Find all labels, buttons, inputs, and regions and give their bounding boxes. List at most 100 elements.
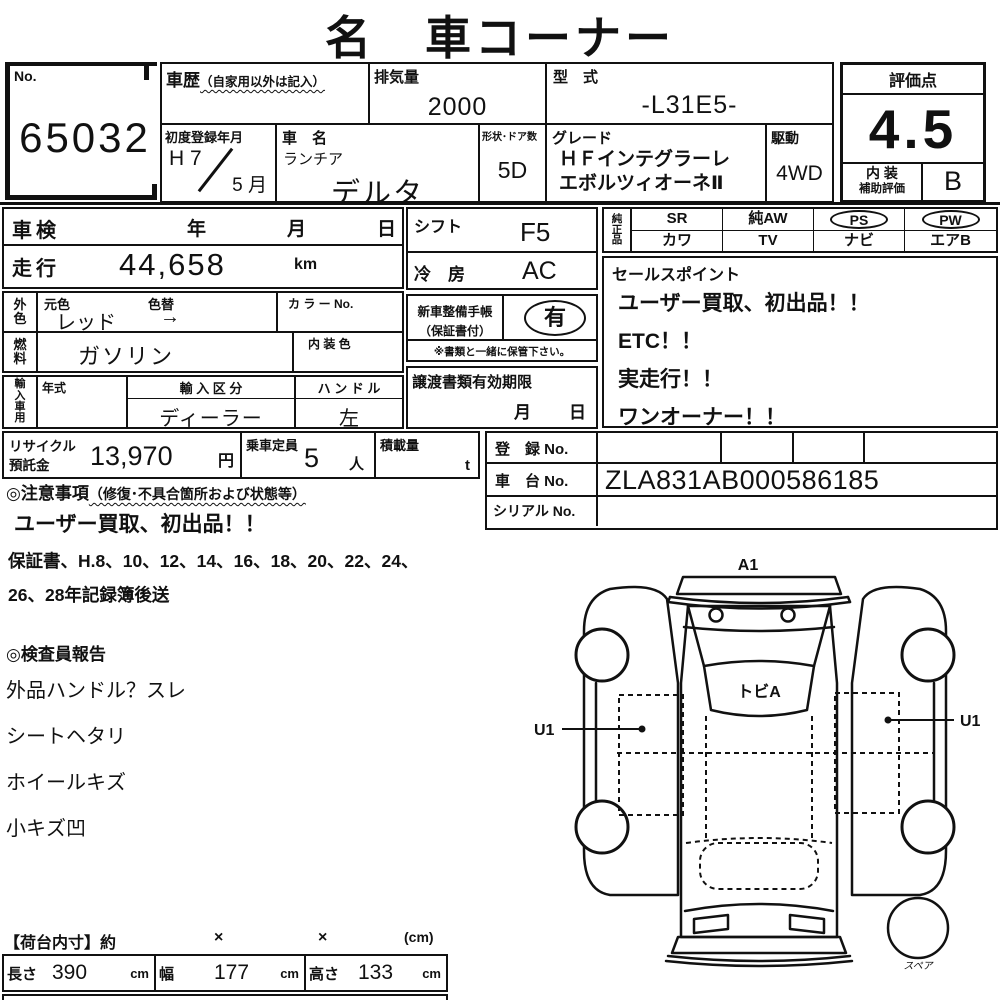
date-slash bbox=[197, 147, 234, 193]
chassis-no-label: 車 台 No. bbox=[487, 464, 598, 495]
corner-tick-top bbox=[144, 62, 149, 80]
capacity-value: 5 bbox=[304, 443, 320, 473]
equip-sr: SR bbox=[632, 209, 723, 231]
notes-line: ユーザー買取、初出品！！ bbox=[14, 513, 266, 536]
diagram-u1-right-label: U1 bbox=[960, 713, 981, 730]
inspector-line: 小キズ凹 bbox=[6, 818, 86, 840]
grade-label: グレード bbox=[552, 130, 613, 147]
fuel-row: 燃料 ガソリン 内 装 色 bbox=[4, 333, 402, 371]
mileage-row: 走行 44,658 km bbox=[12, 247, 318, 282]
color-change-arrow: → bbox=[160, 306, 180, 328]
notes-line: 26、28年記録簿後送 bbox=[8, 585, 170, 605]
equip-ps: PS bbox=[814, 209, 905, 231]
shaken-row: 車検 年 月 日 bbox=[4, 209, 402, 246]
ac-label: 冷 房 bbox=[414, 265, 465, 284]
sales-point-line: ワンオーナー！！ bbox=[618, 406, 786, 429]
model-code-value: -L31E5- bbox=[641, 91, 738, 119]
rating-label: 評価点 bbox=[843, 65, 983, 95]
maintenance-note: ※書類と一緒に保管下さい。 bbox=[433, 346, 571, 358]
ac-value: AC bbox=[522, 257, 557, 285]
exterior-color-row: 外色 元色 色替 レッド → カ ラ ー No. bbox=[4, 293, 402, 334]
mileage-label: 走行 bbox=[12, 258, 60, 280]
drive-value: 4WD bbox=[776, 162, 823, 185]
u1-left-dot bbox=[638, 725, 646, 733]
lot-number-label: No. bbox=[14, 68, 37, 84]
car-model: デルタ bbox=[330, 178, 424, 210]
equip-tv: TV bbox=[723, 231, 814, 251]
car-condition-diagram: A1 トビA U1 U1 スペア bbox=[534, 557, 981, 972]
equipment-side-label: 純正品 bbox=[604, 209, 632, 251]
import-division-value: ディーラー bbox=[159, 408, 263, 430]
import-year-cell: 年式 bbox=[38, 377, 128, 427]
diagram-a1-label: A1 bbox=[738, 557, 759, 574]
diagram-spare-label: スペア bbox=[903, 961, 934, 972]
exterior-color-value: レッド bbox=[56, 312, 116, 334]
fuel-value: ガソリン bbox=[78, 344, 175, 369]
doors-label: 形状･ドア数 bbox=[482, 132, 537, 143]
capacity-cell: 乗車定員 5 人 bbox=[242, 433, 376, 477]
diagram-u1-left-label: U1 bbox=[534, 722, 555, 739]
cargo-heading: 【荷台内寸】約 bbox=[4, 935, 117, 952]
serial-no-label: シリアル No. bbox=[487, 497, 598, 526]
inspector-section: ◎検査員報告 外品ハンドル？スレ シートヘタリ ホイールキズ 小キズ凹 bbox=[6, 640, 406, 841]
displacement-label: 排気量 bbox=[374, 69, 420, 86]
sales-points-label: セールスポイント bbox=[612, 267, 741, 284]
notes-line: 保証書、H.8、10、12、14、16、18、20、22、24、 bbox=[8, 551, 419, 571]
displacement-value: 2000 bbox=[427, 93, 488, 121]
first-registration-cell: 初度登録年月 H 7 5 月 bbox=[160, 123, 277, 203]
model-code-label: 型 式 bbox=[553, 69, 599, 86]
load-cell: 積載量 t bbox=[380, 438, 470, 474]
chassis-no-value: ZLA831AB000586185 bbox=[605, 465, 880, 495]
maintenance-book-mark: 有 bbox=[524, 300, 586, 336]
shaken-label: 車検 bbox=[12, 220, 60, 242]
shaken-mileage-box: 車検 年 月 日 走行 44,658 km bbox=[2, 207, 404, 289]
registration-no-label: 登 録 No. bbox=[487, 433, 598, 462]
cargo-length-cell: 長さ 390 cm bbox=[4, 956, 156, 990]
inspector-line: シートヘタリ bbox=[6, 726, 126, 748]
lot-number-value: 65032 bbox=[19, 114, 151, 161]
cargo-width-cell: 幅 177 cm bbox=[156, 956, 306, 990]
drive-cell: 駆動 4WD bbox=[765, 123, 834, 203]
interior-color-cell: 内 装 色 bbox=[292, 333, 402, 371]
sales-point-line: ETC！！ bbox=[618, 330, 702, 353]
shift-value: F5 bbox=[520, 217, 551, 247]
sales-point-line: 実走行！！ bbox=[618, 368, 723, 391]
first-registration-month: 5 月 bbox=[232, 175, 267, 196]
ps-circle: PS bbox=[830, 210, 888, 229]
grade-line1: ＨＦインテグラーレ bbox=[559, 149, 731, 170]
shift-ac-box: シフト F5 冷 房 AC bbox=[406, 207, 598, 290]
equip-navi: ナビ bbox=[814, 231, 905, 251]
color-no-cell: カ ラ ー No. bbox=[276, 293, 402, 331]
interior-rating-label: 内 装 補助評価 bbox=[843, 164, 923, 200]
recycle-value: 13,970 bbox=[90, 441, 173, 471]
color-fuel-box: 外色 元色 色替 レッド → カ ラ ー No. 燃料 ガソリン 内 装 色 bbox=[2, 291, 404, 373]
equip-kawa: カワ bbox=[632, 231, 723, 251]
doors-value: 5D bbox=[497, 157, 528, 183]
shift-label: シフト bbox=[414, 219, 463, 236]
equip-airb: エアB bbox=[930, 232, 971, 249]
car-name-label: 車 名 bbox=[282, 130, 328, 147]
history-label: 車歴 bbox=[166, 71, 200, 90]
import-side-label: 輸入車用 bbox=[4, 377, 38, 427]
notes-heading: ◎注意事項（修復･不具合箇所および状態等） bbox=[6, 484, 306, 503]
displacement-cell: 排気量 2000 bbox=[368, 62, 547, 125]
transfer-docs-label: 譲渡書類有効期限 bbox=[412, 374, 533, 391]
doors-cell: 形状･ドア数 5D bbox=[478, 123, 547, 203]
first-registration-year: H 7 bbox=[169, 147, 202, 170]
cargo-table-next bbox=[2, 994, 448, 1000]
exterior-side-label: 外色 bbox=[4, 293, 38, 331]
fuel-side-label: 燃料 bbox=[4, 333, 38, 371]
cargo-table: 長さ 390 cm 幅 177 cm 高さ 133 cm bbox=[2, 954, 448, 992]
maintenance-book-box: 新車整備手帳 （保証書付） 有 ※書類と一緒に保管下さい。 bbox=[406, 294, 598, 362]
corner-tick-bottom bbox=[152, 184, 157, 200]
notes-section: ◎注意事項（修復･不具合箇所および状態等） ユーザー買取、初出品！！ 保証書、H… bbox=[6, 479, 484, 607]
drive-label: 駆動 bbox=[771, 130, 799, 146]
equip-aw: 純AW bbox=[723, 209, 814, 231]
car-name-cell: 車 名 ランチア デルタ bbox=[275, 123, 480, 210]
inspector-heading: ◎検査員報告 bbox=[6, 645, 106, 664]
model-code-cell: 型 式 -L31E5- bbox=[545, 62, 834, 125]
first-registration-label: 初度登録年月 bbox=[165, 130, 244, 145]
u1-right-dot bbox=[884, 716, 892, 724]
grade-line2: エボルツィオーネⅡ bbox=[559, 172, 724, 194]
